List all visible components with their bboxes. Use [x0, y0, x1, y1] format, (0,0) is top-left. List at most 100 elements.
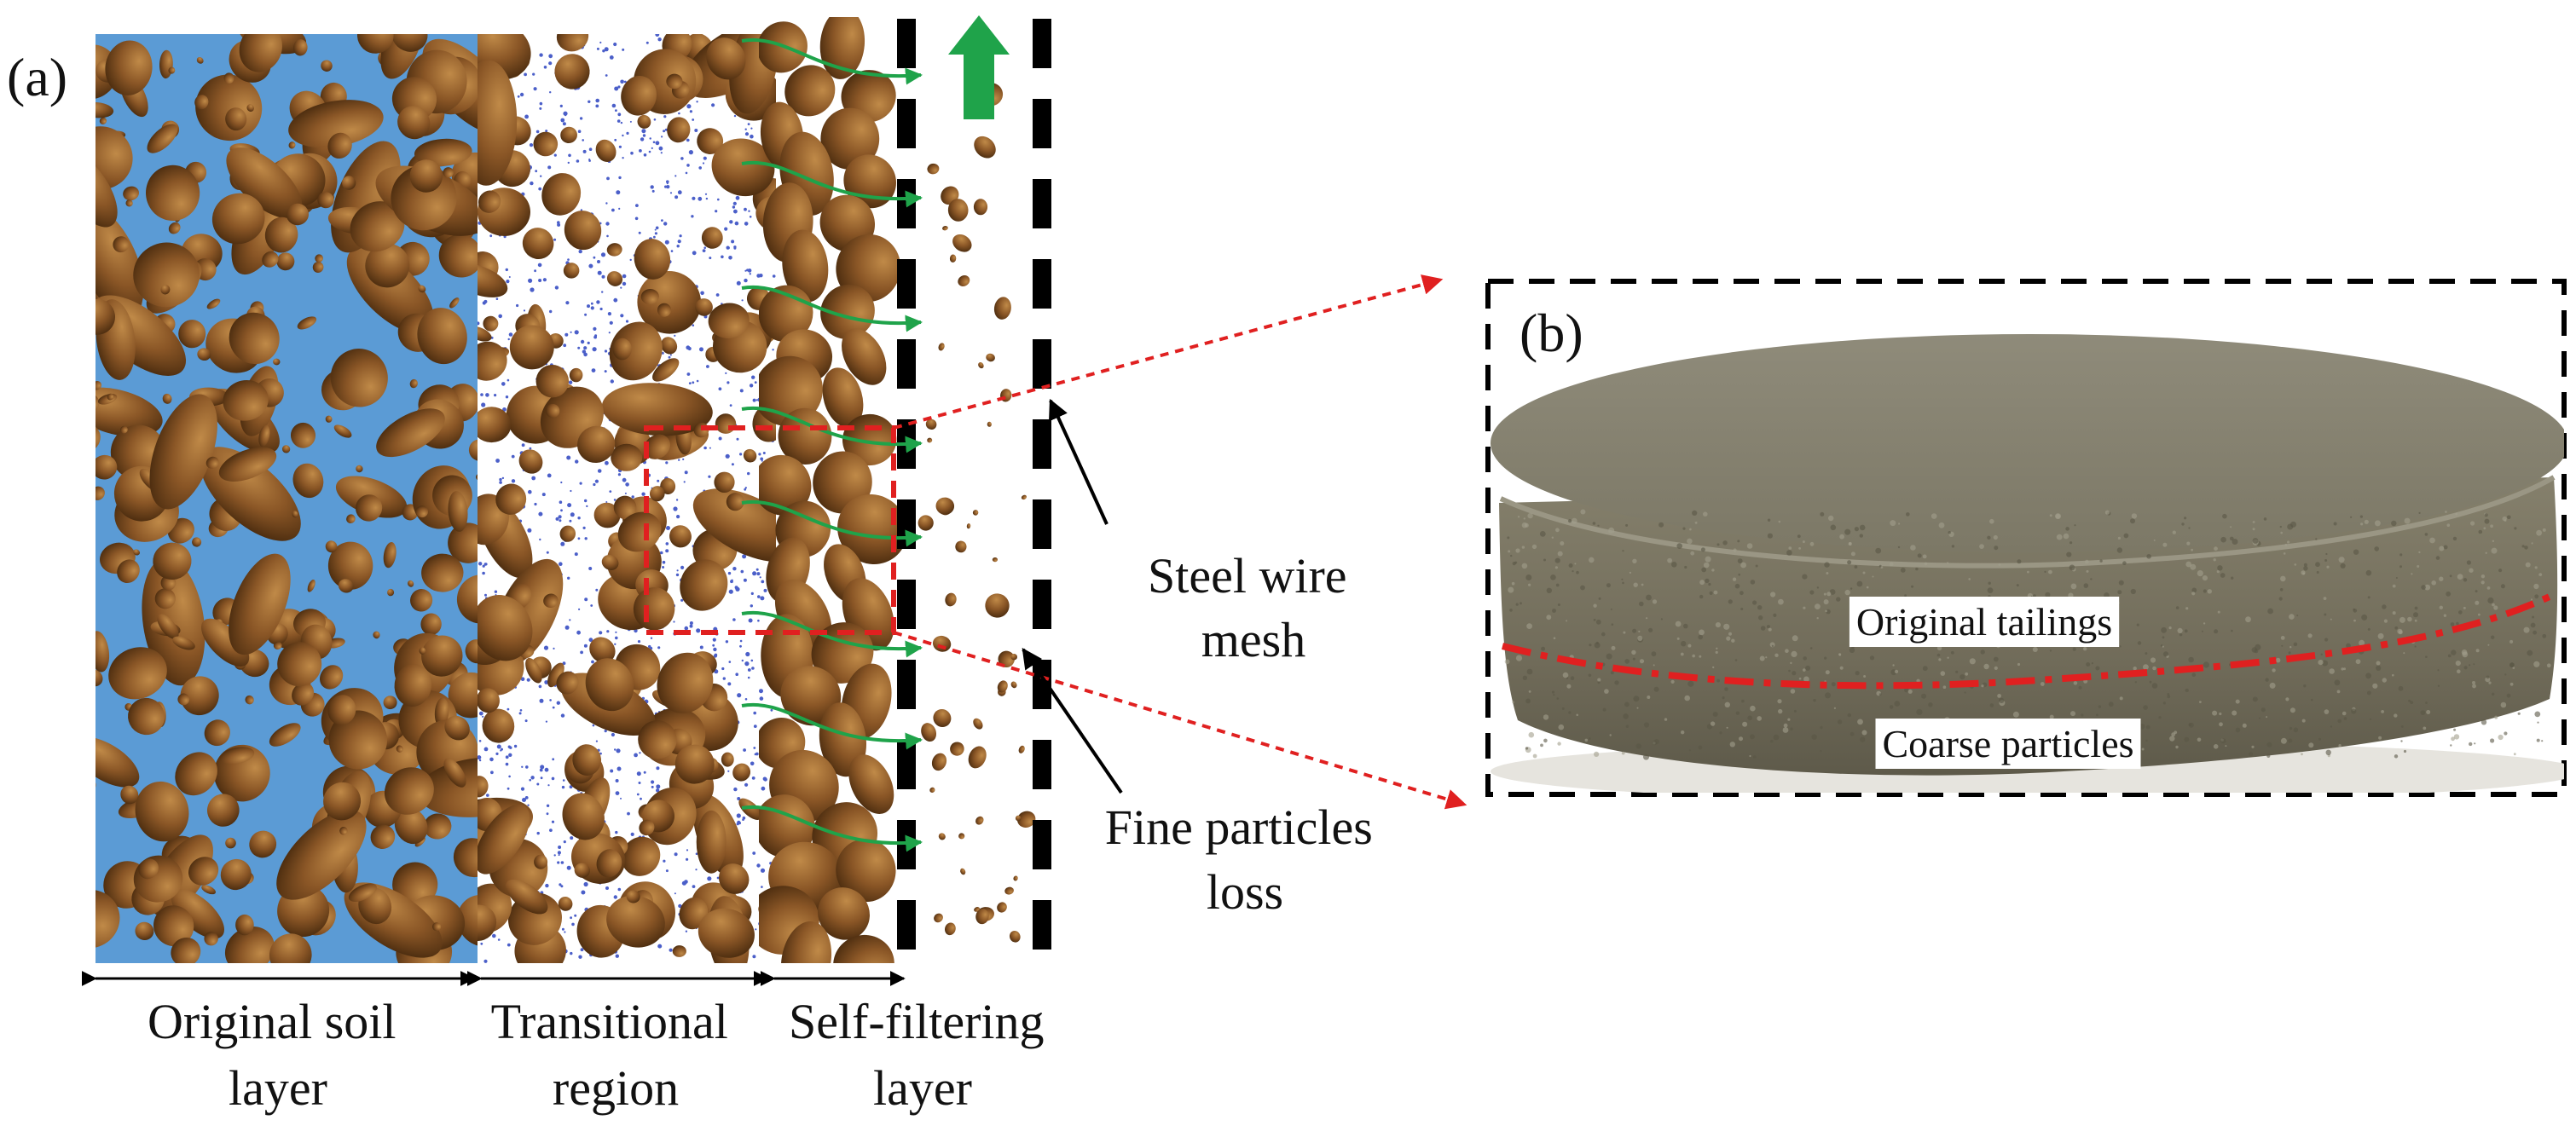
fine-dot	[605, 886, 609, 890]
fine-dot	[706, 365, 709, 368]
fine-dot	[533, 87, 537, 91]
texture-speck	[2152, 666, 2156, 671]
texture-speck	[1734, 583, 1740, 589]
texture-speck	[2400, 740, 2403, 742]
texture-speck	[1601, 632, 1606, 637]
fine-dot	[736, 280, 741, 286]
texture-speck	[2492, 603, 2495, 607]
fine-dot	[574, 552, 578, 557]
soil-particle	[96, 631, 110, 673]
texture-speck	[1558, 724, 1565, 730]
texture-speck	[1894, 701, 1901, 707]
fine-dot	[686, 849, 689, 851]
fine-dot	[536, 782, 540, 786]
texture-speck	[2372, 683, 2378, 689]
fine-dot	[674, 334, 676, 337]
soil-particle	[201, 885, 217, 895]
texture-speck	[2049, 649, 2052, 652]
texture-speck	[1611, 645, 1616, 650]
soil-particle	[338, 579, 354, 593]
fine-dot	[753, 747, 756, 749]
fine-dot	[744, 222, 749, 226]
soil-particle	[175, 752, 217, 796]
soil-particle	[925, 419, 937, 430]
texture-speck	[1664, 718, 1668, 721]
texture-speck	[1614, 680, 1619, 685]
fine-dot	[651, 189, 655, 193]
fine-dot	[521, 765, 524, 768]
texture-speck	[2403, 749, 2407, 753]
fine-dot	[527, 804, 530, 806]
fine-dot	[744, 269, 747, 272]
texture-speck	[2016, 584, 2019, 587]
texture-speck	[2162, 636, 2165, 639]
soil-particle	[933, 708, 952, 728]
fine-dot	[567, 503, 572, 508]
fine-dot	[753, 724, 757, 728]
fine-dot	[702, 162, 705, 165]
fine-dot	[677, 190, 682, 195]
texture-speck	[2439, 605, 2443, 609]
texture-speck	[2346, 643, 2351, 649]
soil-particle	[383, 696, 397, 710]
fine-dot	[625, 320, 629, 323]
fine-dot	[532, 72, 535, 76]
fine-dot	[591, 368, 596, 372]
fine-dot	[564, 332, 569, 337]
texture-speck	[2202, 630, 2203, 632]
texture-speck	[2537, 721, 2539, 724]
texture-speck	[1557, 551, 1563, 557]
texture-speck	[2315, 562, 2320, 568]
zone-label-original: Original soil layer	[148, 994, 408, 1116]
texture-speck	[2426, 710, 2431, 714]
soil-particle	[533, 131, 559, 157]
texture-speck	[1680, 652, 1684, 656]
fine-dot	[615, 636, 618, 640]
texture-speck	[1880, 566, 1884, 569]
fine-dot	[542, 278, 547, 282]
fine-dot	[549, 699, 552, 701]
texture-speck	[2191, 587, 2197, 593]
fine-dot	[725, 640, 729, 644]
fine-dot	[772, 349, 774, 351]
soil-particle	[292, 39, 308, 56]
texture-speck	[2530, 598, 2533, 601]
texture-speck	[1803, 656, 1807, 661]
soil-particle	[333, 424, 352, 438]
texture-speck	[2491, 547, 2498, 554]
soil-particle	[931, 753, 947, 771]
texture-speck	[1698, 634, 1703, 640]
fine-dot	[709, 447, 711, 449]
soil-particle	[661, 337, 678, 355]
texture-speck	[2169, 736, 2175, 742]
fine-dot	[569, 785, 573, 789]
fine-dot	[737, 693, 742, 698]
fine-dot	[526, 678, 530, 682]
texture-speck	[2162, 701, 2166, 705]
texture-speck	[2458, 610, 2463, 615]
texture-speck	[1523, 517, 1526, 520]
fine-dot	[582, 139, 584, 141]
fine-dot	[552, 758, 555, 761]
texture-speck	[1760, 626, 1766, 631]
texture-speck	[1904, 594, 1907, 597]
texture-speck	[2167, 693, 2170, 696]
fine-dot	[638, 782, 641, 784]
soil-particle	[356, 465, 363, 473]
soil-particle	[292, 463, 324, 499]
fine-dot	[595, 98, 599, 103]
fine-dot	[558, 854, 560, 857]
fine-dot	[497, 938, 501, 941]
fine-dot	[732, 205, 736, 209]
fine-dot	[714, 653, 718, 657]
fine-dot	[562, 122, 566, 126]
fine-dot	[733, 209, 738, 214]
texture-speck	[1719, 731, 1722, 735]
soil-particle	[1010, 681, 1017, 689]
texture-speck	[2231, 576, 2234, 580]
texture-speck	[1636, 707, 1639, 709]
soil-particle	[229, 312, 280, 365]
texture-speck	[2065, 527, 2069, 531]
soil-particle	[535, 364, 570, 398]
